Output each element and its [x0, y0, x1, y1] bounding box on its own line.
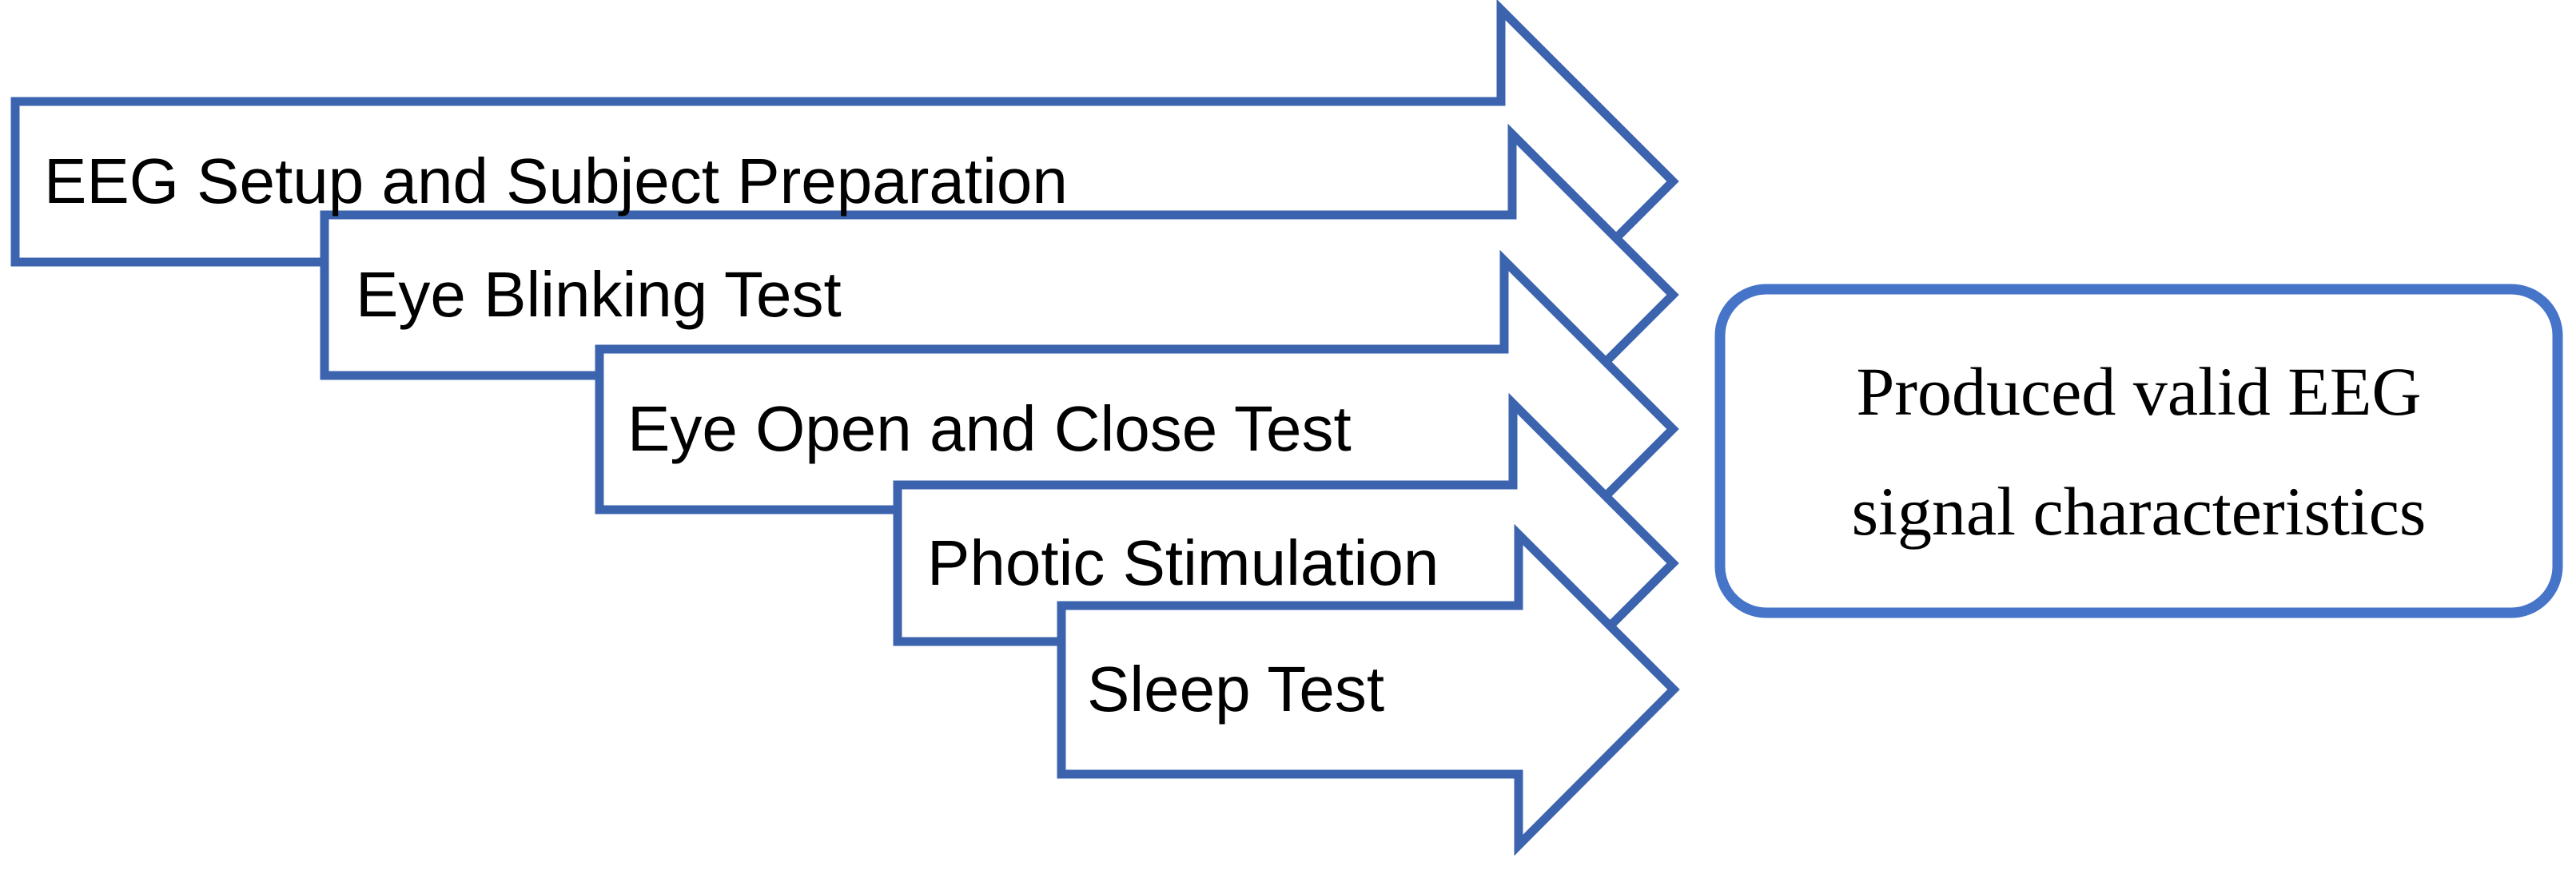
arrow-label-eye-open-close: Eye Open and Close Test: [627, 393, 1352, 464]
arrow-label-eye-blinking: Eye Blinking Test: [356, 259, 842, 330]
process-arrow-5-shape: [1057, 523, 1680, 856]
outcome-text-line-1: Produced valid EEG: [1856, 352, 2422, 430]
outcome-box-shape: [1714, 284, 2563, 618]
arrow-label-photic-stimulation: Photic Stimulation: [927, 527, 1439, 598]
outcome-text-line-2: signal characteristics: [1851, 472, 2427, 550]
outcome-box-text: Produced valid EEG signal characteristic…: [1720, 289, 2558, 613]
arrow-label-eeg-setup: EEG Setup and Subject Preparation: [44, 145, 1068, 217]
arrow-label-sleep-test: Sleep Test: [1087, 654, 1385, 725]
